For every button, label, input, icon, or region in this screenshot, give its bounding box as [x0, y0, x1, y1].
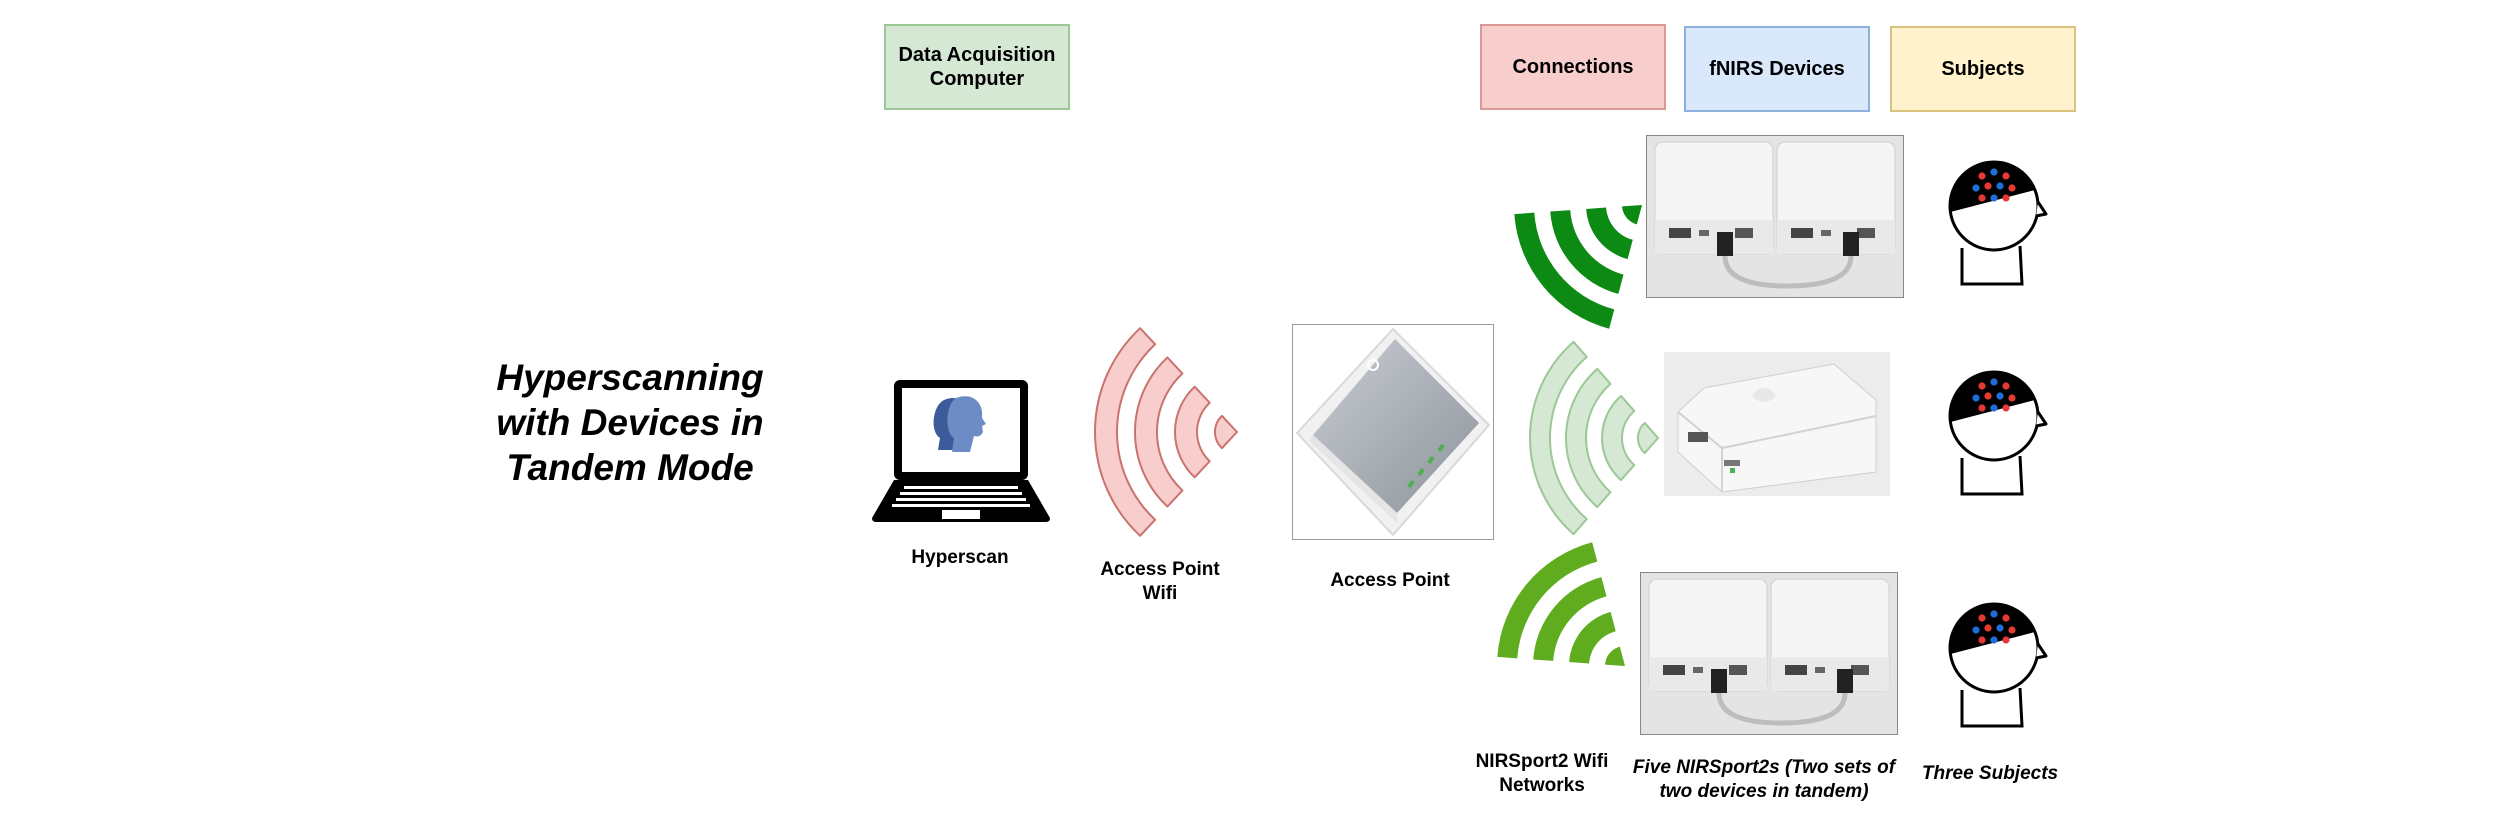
legend-connections: Connections — [1480, 24, 1666, 110]
label-hyperscan: Hyperscan — [860, 546, 1060, 570]
access-point-wifi-line-2: Wifi — [1142, 583, 1178, 604]
router-icon — [1296, 328, 1490, 536]
wifi-arc — [1514, 212, 1615, 329]
access-point-wifi-line-1: Access Point — [1100, 559, 1220, 580]
optode-dot — [1990, 378, 1998, 386]
legend-fnirs-devices: fNIRS Devices — [1684, 26, 1870, 112]
nirsport-tandem-top-icon — [1647, 136, 1903, 297]
fnirs-device-single — [1664, 352, 1890, 496]
optode-dot — [1972, 184, 1980, 192]
fnirs-device-pair-top — [1646, 135, 1904, 298]
optode-dot — [2002, 172, 2010, 180]
title-line-3: Tandem Mode — [506, 447, 754, 488]
title-line-1: Hyperscanning — [496, 357, 764, 398]
nirsport-wifi-middle-icon — [1529, 340, 1659, 536]
five-nirsport-line-2: two devices in tandem) — [1659, 781, 1869, 802]
legend-daq-line-2: Computer — [929, 68, 1025, 90]
nirsport-wifi-bottom-icon — [1497, 542, 1625, 666]
legend-connections-label: Connections — [1512, 56, 1634, 78]
optode-dot — [1972, 626, 1980, 634]
optode-dot — [1996, 392, 2004, 400]
laptop-icon — [872, 380, 1050, 522]
nirsport-wifi-line-1: NIRSport2 Wifi — [1475, 751, 1609, 772]
wifi-arc — [1605, 646, 1625, 666]
optode-dot — [2002, 404, 2010, 412]
label-nirsport-wifi: NIRSport2 Wifi Networks — [1452, 750, 1632, 798]
optode-dot — [1990, 168, 1998, 176]
wifi-arc — [1586, 207, 1633, 260]
wifi-arc — [1622, 205, 1642, 225]
label-five-nirsport: Five NIRSport2s (Two sets of two devices… — [1614, 756, 1914, 804]
faces-icon — [933, 396, 986, 452]
optode-dot — [1996, 624, 2004, 632]
optode-dot — [1978, 194, 1986, 202]
nirsport-wifi-top-icon — [1514, 205, 1642, 329]
wifi-arc — [1497, 542, 1598, 659]
label-access-point: Access Point — [1290, 569, 1490, 593]
optode-dot — [1978, 404, 1986, 412]
title-line-2: with Devices in — [496, 402, 764, 443]
legend-fnirs-label: fNIRS Devices — [1709, 58, 1845, 80]
fnirs-device-pair-bottom — [1640, 572, 1898, 735]
wifi-arc — [1174, 385, 1211, 479]
optode-dot — [1984, 182, 1992, 190]
optode-dot — [2008, 626, 2016, 634]
label-three-subjects: Three Subjects — [1890, 762, 2090, 786]
subject-head-top-icon — [1948, 160, 2048, 286]
wifi-arc — [1094, 327, 1157, 537]
optode-dot — [2002, 382, 2010, 390]
optode-dot — [2002, 194, 2010, 202]
optode-dot — [1990, 610, 1998, 618]
nirsport-single-icon — [1664, 352, 1890, 496]
optode-dot — [1978, 614, 1986, 622]
access-point-wifi-icon — [1094, 327, 1238, 537]
subject-head-middle-icon — [1948, 370, 2048, 496]
three-subjects-text: Three Subjects — [1921, 763, 2059, 784]
optode-dot — [1990, 404, 1998, 412]
wifi-arc — [1134, 356, 1184, 508]
wifi-arc — [1565, 367, 1612, 509]
optode-dot — [1978, 172, 1986, 180]
optode-dot — [1990, 636, 1998, 644]
nirsport-tandem-bottom-icon — [1641, 573, 1897, 734]
subject-head-bottom-icon — [1948, 602, 2048, 728]
optode-dot — [1984, 392, 1992, 400]
wifi-arc — [1601, 394, 1636, 482]
wifi-arc — [1569, 611, 1616, 664]
optode-dot — [1996, 182, 2004, 190]
wifi-arc — [1533, 577, 1607, 661]
legend-data-acquisition-computer: Data Acquisition Computer — [884, 24, 1070, 110]
diagram-title: Hyperscanning with Devices in Tandem Mod… — [440, 355, 820, 490]
optode-dot — [2002, 636, 2010, 644]
five-nirsport-line-1: Five NIRSport2s (Two sets of — [1632, 757, 1896, 778]
label-access-point-wifi: Access Point Wifi — [1060, 558, 1260, 606]
optode-dot — [1978, 636, 1986, 644]
wifi-arc — [1214, 414, 1238, 450]
optode-dot — [2002, 614, 2010, 622]
optode-dot — [2008, 184, 2016, 192]
router-photo — [1292, 324, 1494, 540]
nirsport-wifi-line-2: Networks — [1499, 775, 1585, 796]
access-point-text: Access Point — [1330, 570, 1450, 591]
optode-dot — [2008, 394, 2016, 402]
optode-dot — [1990, 194, 1998, 202]
hyperscan-text: Hyperscan — [911, 547, 1009, 568]
legend-daq-line-1: Data Acquisition — [898, 44, 1056, 66]
wifi-arc — [1550, 210, 1624, 294]
optode-dot — [1978, 382, 1986, 390]
optode-dot — [1972, 394, 1980, 402]
optode-dot — [1984, 624, 1992, 632]
legend-subjects-label: Subjects — [1941, 58, 2025, 80]
legend-subjects: Subjects — [1890, 26, 2076, 112]
wifi-arc — [1529, 340, 1588, 536]
wifi-arc — [1637, 421, 1659, 455]
